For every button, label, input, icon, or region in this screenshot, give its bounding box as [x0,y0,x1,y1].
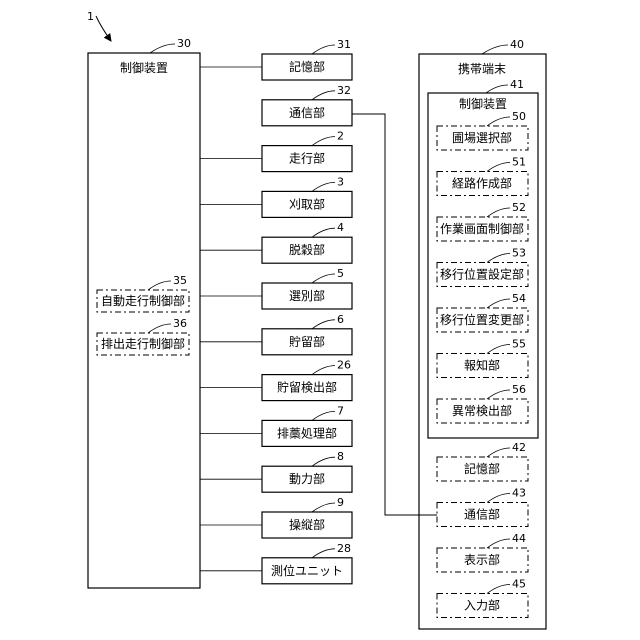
terminal-module-ref: 54 [512,292,526,305]
unit-label: 排藁処理部 [277,425,337,440]
unit-leader [312,91,335,100]
unit-ref: 5 [337,267,344,280]
controller-part-leader [148,324,171,333]
terminal-part-leader [487,585,510,594]
terminal-leader [482,45,508,54]
terminal-module-label: 異常検出部 [452,403,512,418]
unit-leader [312,411,335,420]
terminal-controller-leader [486,85,508,93]
terminal-module-leader [487,163,510,172]
terminal-parts: 記憶部 42 通信部 43 表示部 44 入力部 45 [437,441,528,618]
communication-link [352,114,437,515]
unit-label: 選別部 [289,288,325,303]
terminal-module-ref: 51 [512,156,526,169]
unit-label: 通信部 [289,105,325,120]
unit-leader [312,457,335,466]
unit-list: 記憶部 31 通信部 32 走行部 2 刈取部 3 脱穀部 4 選別部 5 貯留部 6 貯留検出部26 排藁処… [262,38,352,584]
terminal-module-leader [487,390,510,399]
terminal-module-label: 報知部 [464,358,500,373]
controller-ref: 30 [177,37,191,50]
unit-ref: 6 [337,313,344,326]
terminal-ref: 40 [510,38,524,51]
controller-leader [150,44,175,53]
figure-ref-arrow [96,16,111,41]
terminal-label: 携帯端末 [458,61,506,76]
controller-part-leader [148,281,171,290]
unit-label: 記憶部 [289,59,325,74]
terminal-module-label: 圃場選択部 [452,130,512,145]
unit-ref: 8 [337,450,344,463]
terminal-module-ref: 55 [512,338,526,351]
unit-ref: 3 [337,175,344,188]
unit-leader [312,182,335,191]
unit-ref: 4 [337,221,344,234]
terminal-module-leader [487,208,510,217]
unit-leader [312,45,335,54]
unit-ref: 28 [337,542,351,555]
controller-part-label: 排出走行制御部 [101,336,185,351]
unit-ref: 7 [337,404,344,417]
terminal-part-ref: 42 [512,441,526,454]
unit-label: 脱穀部 [289,242,325,257]
unit-label: 貯留部 [289,334,325,349]
terminal-modules: 圃場選択部50 経路作成部51 作業画面制御部 52 移行位置設定部 53 移行位置変更部 5… [437,110,528,423]
terminal-module-leader [487,345,510,354]
unit-ref: 31 [337,38,351,51]
controller-part-label: 自動走行制御部 [101,293,185,308]
terminal-part-ref: 45 [512,578,526,591]
connectors [200,67,262,571]
terminal-part-ref: 43 [512,487,526,500]
unit-leader [312,274,335,283]
terminal-module-ref: 53 [512,247,526,260]
unit-ref: 2 [337,130,344,143]
unit-leader [312,549,335,558]
terminal-module-leader [487,299,510,308]
unit-label: 操縦部 [289,517,325,532]
unit-ref: 26 [337,359,351,372]
terminal-part-leader [487,539,510,548]
terminal-part-leader [487,494,510,503]
terminal-part-label: 通信部 [464,507,500,522]
terminal-part-ref: 44 [512,532,526,545]
unit-ref: 32 [337,84,351,97]
unit-leader [312,503,335,512]
terminal-part-leader [487,448,510,457]
terminal-module-ref: 52 [512,201,526,214]
terminal-module-ref: 50 [512,110,526,123]
terminal-part-label: 記憶部 [464,461,500,476]
unit-label: 走行部 [289,151,325,166]
unit-label: 測位ユニット [271,563,343,578]
unit-label: 刈取部 [289,196,325,211]
unit-leader [312,228,335,237]
terminal-controller-label: 制御装置 [459,96,507,111]
controller-label: 制御装置 [120,60,168,75]
terminal-module-label: 移行位置変更部 [440,312,524,327]
unit-leader [312,137,335,146]
figure-ref-label: 1 [87,10,94,23]
controller-part-ref: 36 [173,317,187,330]
unit-leader [312,366,335,375]
unit-leader [312,320,335,329]
terminal-module-label: 作業画面制御部 [440,221,524,236]
terminal-module-label: 経路作成部 [452,176,512,191]
terminal-part-label: 入力部 [464,598,500,613]
terminal-module-label: 移行位置設定部 [440,267,524,282]
unit-ref: 9 [337,496,344,509]
terminal-controller-ref: 41 [510,78,524,91]
terminal-module-leader [487,254,510,263]
unit-label: 貯留検出部 [277,380,337,395]
terminal-module-leader [487,117,510,126]
terminal-part-label: 表示部 [464,552,500,567]
unit-label: 動力部 [289,471,325,486]
terminal-module-ref: 56 [512,383,526,396]
controller-part-ref: 35 [173,274,187,287]
controller-parts: 自動走行制御部 35 排出走行制御部 36 [97,274,189,355]
